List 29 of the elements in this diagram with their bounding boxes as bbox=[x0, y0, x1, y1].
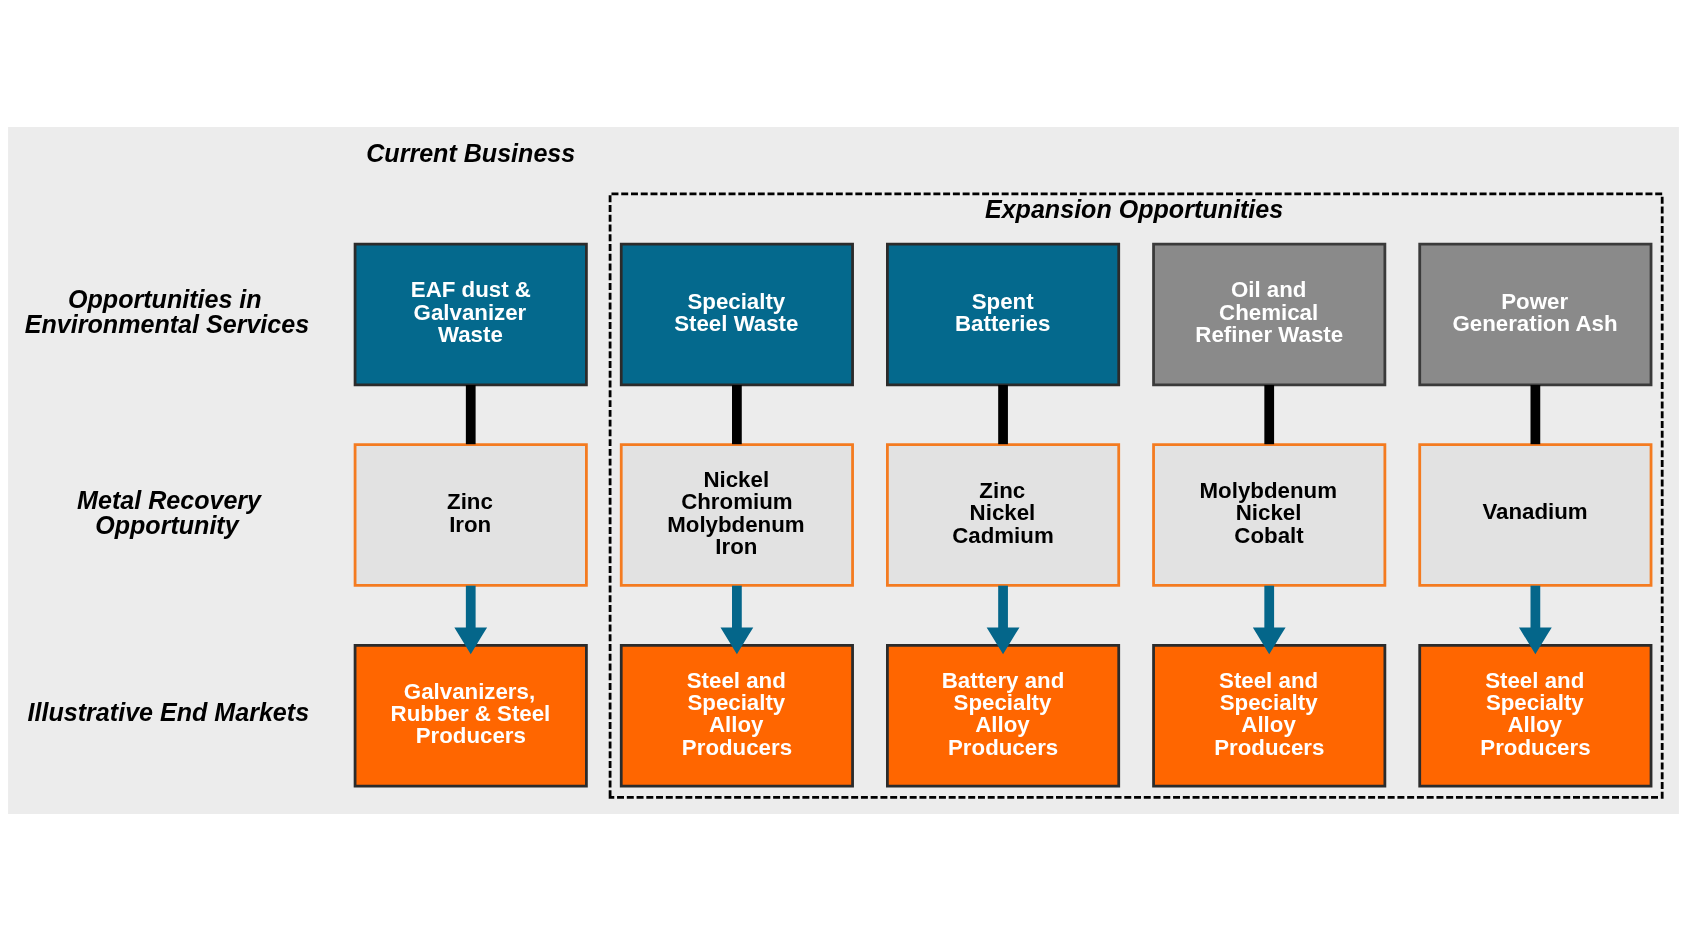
node-box: Steel and Specialty Alloy Producers bbox=[619, 644, 854, 788]
connector bbox=[1264, 385, 1275, 445]
node-box: Battery and Specialty Alloy Producers bbox=[886, 644, 1121, 788]
node-box: Steel and Specialty Alloy Producers bbox=[1418, 644, 1653, 788]
connector bbox=[465, 385, 476, 445]
arrow bbox=[1252, 585, 1286, 655]
node-box: Power Generation Ash bbox=[1418, 242, 1653, 387]
label: Opportunities in Environmental Services bbox=[24, 285, 310, 339]
connector bbox=[732, 385, 742, 445]
arrow bbox=[720, 585, 754, 655]
arrow bbox=[1519, 585, 1552, 655]
node-box: Vanadium bbox=[1418, 443, 1653, 587]
arrow bbox=[454, 585, 488, 655]
node-box: Spent Batteries bbox=[886, 242, 1121, 387]
node-box: Zinc Iron bbox=[353, 443, 588, 587]
node-box: Molybdenum Nickel Cobalt bbox=[1152, 443, 1387, 587]
node-box: Nickel Chromium Molybdenum Iron bbox=[619, 443, 854, 587]
label: Current Business bbox=[366, 139, 576, 168]
label: Metal Recovery Opportunity bbox=[77, 485, 262, 539]
node-box: Oil and Chemical Refiner Waste bbox=[1152, 242, 1387, 387]
arrow bbox=[986, 585, 1020, 655]
node-box: Zinc Nickel Cadmium bbox=[886, 443, 1121, 587]
node-box: Galvanizers, Rubber & Steel Producers bbox=[353, 644, 588, 788]
connector bbox=[998, 385, 1008, 445]
node-box: EAF dust & Galvanizer Waste bbox=[353, 242, 588, 387]
connector bbox=[1530, 385, 1541, 445]
label: Illustrative End Markets bbox=[27, 697, 310, 726]
node-box: Steel and Specialty Alloy Producers bbox=[1152, 644, 1387, 788]
node-box: Specialty Steel Waste bbox=[619, 242, 854, 387]
